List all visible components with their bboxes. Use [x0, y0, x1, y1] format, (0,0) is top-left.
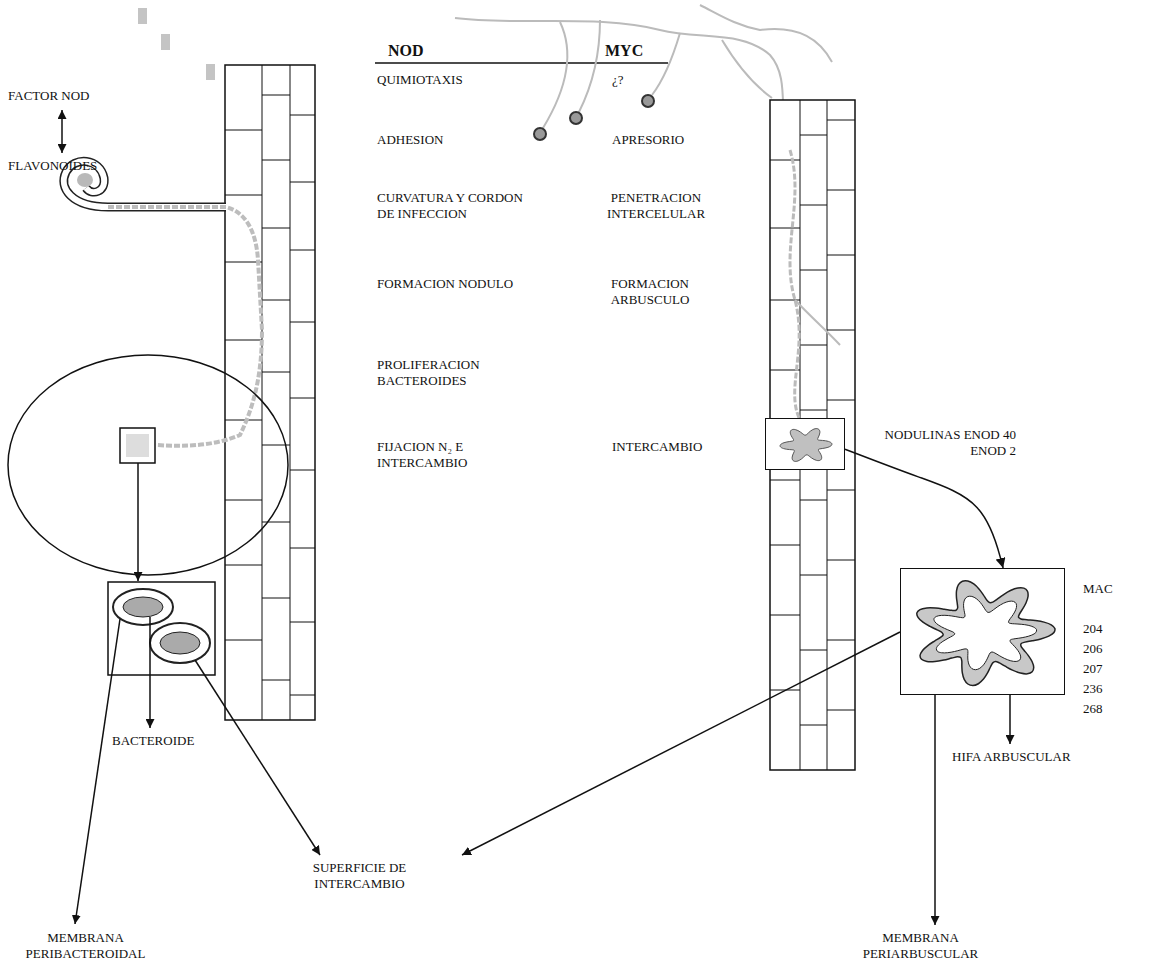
leader-arrow [1009, 695, 1011, 744]
peribacteroid-membrane [150, 623, 210, 663]
fungal-spore [534, 128, 546, 140]
infected-cell [126, 434, 149, 457]
infection-thread [108, 207, 262, 446]
root-tissue [225, 65, 315, 720]
stage-label: PENETRACION INTERCELULAR [606, 190, 706, 222]
stage-label: APRESORIO [612, 132, 684, 148]
zoom-arrow [137, 463, 139, 581]
signal-label: FACTOR NOD [8, 88, 90, 104]
node-illustration [766, 419, 846, 471]
fungal-hypha [579, 20, 600, 112]
peribacteroid-membrane [113, 589, 173, 625]
column-heading: NOD [388, 42, 424, 60]
arbuscule-box: MAC204 206 207 236 268 [900, 568, 1065, 695]
stage-label: ¿? [612, 72, 624, 88]
gene-label: MAC [1083, 581, 1113, 597]
stage-label: CURVATURA Y CORDON DE INFECCION [377, 190, 524, 222]
callout-number: 204 206 207 236 268 [1083, 619, 1115, 719]
infection-zoom-box: NODULINAS ENOD 40 ENOD 2 [765, 418, 845, 470]
intraradical-hypha [795, 300, 840, 345]
stage-label: ADHESION [377, 132, 443, 148]
arbuscular-hypha [934, 596, 1037, 670]
bacteroid-box [108, 582, 215, 675]
signal-label: FLAVONOIDES [8, 158, 97, 174]
table-rule [375, 62, 668, 64]
stage-label: INTERCAMBIO [612, 439, 702, 455]
stage-label: FIJACION N₂ E INTERCAMBIO [377, 439, 469, 471]
nodulin-label: NODULINAS ENOD 40 ENOD 2 [856, 427, 1016, 459]
stage-label: PROLIFERACION BACTEROIDES [377, 357, 481, 389]
fungal-spore [642, 95, 654, 107]
fungal-hypha [700, 5, 832, 62]
part-label: BACTEROIDE [112, 733, 194, 749]
stage-label: QUIMIOTAXIS [377, 72, 463, 88]
fungal-hypha [722, 40, 772, 98]
stage-label: FORMACION ARBUSCULO [610, 276, 690, 308]
column-heading: MYC [605, 42, 643, 60]
node-illustration [901, 569, 1066, 696]
leader-arrow [462, 632, 900, 855]
arbuscule-sketch [780, 429, 832, 462]
leader-arrow [195, 660, 320, 855]
leader-arrow [75, 619, 120, 924]
nodule-outline [8, 355, 288, 575]
part-label: HIFA ARBUSCULAR [952, 749, 1071, 765]
part-label: SUPERFICIE DE INTERCAMBIO [312, 860, 407, 892]
bacteroid [160, 632, 200, 654]
nod-factor-molecule [206, 64, 215, 80]
nod-factor-molecule [138, 8, 147, 24]
periarbuscular-interface [917, 581, 1055, 686]
signal-arrow [61, 110, 63, 153]
rhizobium [77, 173, 93, 187]
fungal-hypha [455, 18, 790, 150]
leader-arrow [934, 695, 936, 925]
nod-factor-molecule [161, 34, 170, 50]
zoom-square [120, 428, 155, 463]
fungal-spore [570, 112, 582, 124]
stage-label: FORMACION NODULO [377, 276, 513, 292]
connector-arrow [845, 449, 1003, 568]
fungal-hypha [543, 22, 567, 128]
root-cells [225, 65, 315, 720]
part-label: MEMBRANA PERIBACTEROIDAL [25, 930, 146, 962]
intraradical-hypha [790, 150, 800, 420]
fungal-hypha [652, 33, 680, 95]
leader-arrow [149, 617, 151, 728]
part-label: MEMBRANA PERIARBUSCULAR [862, 930, 979, 962]
bacteroid [123, 597, 163, 617]
